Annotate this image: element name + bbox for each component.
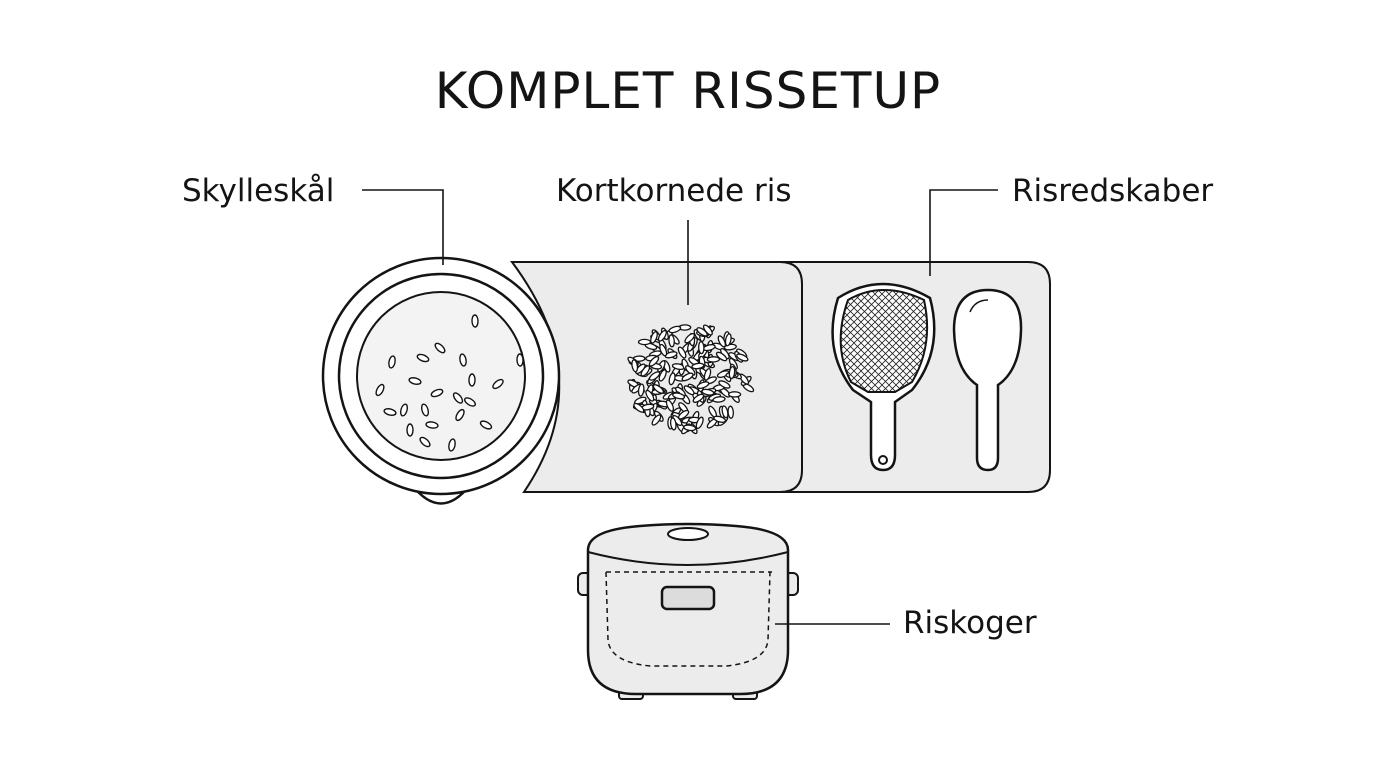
rice-grain xyxy=(668,334,675,348)
rice-grain xyxy=(637,338,652,346)
rice-grain xyxy=(724,333,732,347)
rice-cooker-icon xyxy=(577,522,799,700)
rice-grain xyxy=(406,423,414,437)
rice-grain xyxy=(669,417,677,431)
rinse-bowl-icon xyxy=(321,256,561,505)
rice-grain xyxy=(668,325,682,334)
rice-grain xyxy=(468,373,476,387)
leader-line-bowl xyxy=(362,189,444,265)
rice-grain xyxy=(388,355,396,369)
rice-grain xyxy=(695,416,704,430)
rice-grain xyxy=(721,405,729,419)
rice-grain xyxy=(696,327,708,337)
rice-grain xyxy=(633,402,645,413)
rice-spatula-icon xyxy=(952,288,1023,472)
rice-grain xyxy=(701,388,715,396)
rice-grain xyxy=(463,397,477,407)
rice-grain xyxy=(681,372,694,382)
rice-grain xyxy=(492,378,504,390)
rice-grain xyxy=(416,353,430,363)
rice-grain xyxy=(716,370,730,378)
rice-grain xyxy=(713,415,727,423)
rice-grain xyxy=(659,343,668,357)
rice-grain xyxy=(430,388,444,398)
rice-grain xyxy=(399,403,409,417)
rice-grain xyxy=(692,393,705,403)
rice-grain xyxy=(718,380,731,389)
rice-grain xyxy=(685,365,696,376)
rice-grain xyxy=(455,408,465,422)
rice-grain xyxy=(645,389,655,402)
label-rice-cooker: Riskoger xyxy=(903,605,1037,641)
rice-grain xyxy=(715,351,728,362)
rice-grain xyxy=(651,414,662,426)
rice-grain xyxy=(727,405,734,419)
rice-grain xyxy=(684,332,696,344)
rice-grain xyxy=(635,363,646,375)
rice-grain xyxy=(696,381,710,389)
rice-grain xyxy=(652,384,665,394)
rice-grain xyxy=(631,359,639,373)
diagram-title: KOMPLET RISSETUP xyxy=(434,62,942,120)
rice-grain xyxy=(736,353,749,362)
leader-line-tools xyxy=(929,189,998,276)
rice-grain xyxy=(479,420,493,430)
rice-grain xyxy=(727,391,742,398)
rice-grain xyxy=(375,383,385,397)
rice-grain xyxy=(471,314,479,328)
rice-grain xyxy=(420,403,430,417)
rice-grain xyxy=(677,346,687,359)
rice-grain xyxy=(408,377,422,385)
rice-grain xyxy=(683,424,697,432)
rice-grain xyxy=(665,399,675,412)
rice-pile-icon xyxy=(627,324,755,435)
rice-grain xyxy=(672,392,686,400)
rice-grain xyxy=(459,353,467,367)
rice-grain xyxy=(452,392,464,404)
rice-grain xyxy=(648,355,660,367)
rice-paddle-icon xyxy=(831,282,936,472)
rice-grain xyxy=(717,335,727,348)
rice-grain xyxy=(383,408,397,416)
rice-grain xyxy=(516,353,524,367)
rice-grain xyxy=(650,331,658,344)
rice-grain xyxy=(657,329,667,342)
rice-grain xyxy=(425,421,439,429)
label-short-grain-rice: Kortkornede ris xyxy=(556,173,792,209)
rice-grain xyxy=(712,396,726,403)
rice-grain xyxy=(664,351,678,359)
rice-grain xyxy=(728,365,736,380)
label-rinse-bowl: Skylleskål xyxy=(182,173,335,209)
label-rice-tools: Risredskaber xyxy=(1012,173,1214,209)
rice-grain xyxy=(434,342,446,354)
rice-grain xyxy=(691,362,705,370)
rice-grain xyxy=(448,438,456,452)
rice-grain xyxy=(706,356,721,363)
rice-grain xyxy=(637,383,645,397)
rice-grain xyxy=(698,340,705,355)
rice-grain xyxy=(668,372,676,386)
leader-lines xyxy=(362,189,998,625)
rice-grain xyxy=(683,385,695,396)
rice-grain xyxy=(648,371,661,381)
rice-grain xyxy=(677,409,690,420)
rice-grain xyxy=(419,436,431,448)
